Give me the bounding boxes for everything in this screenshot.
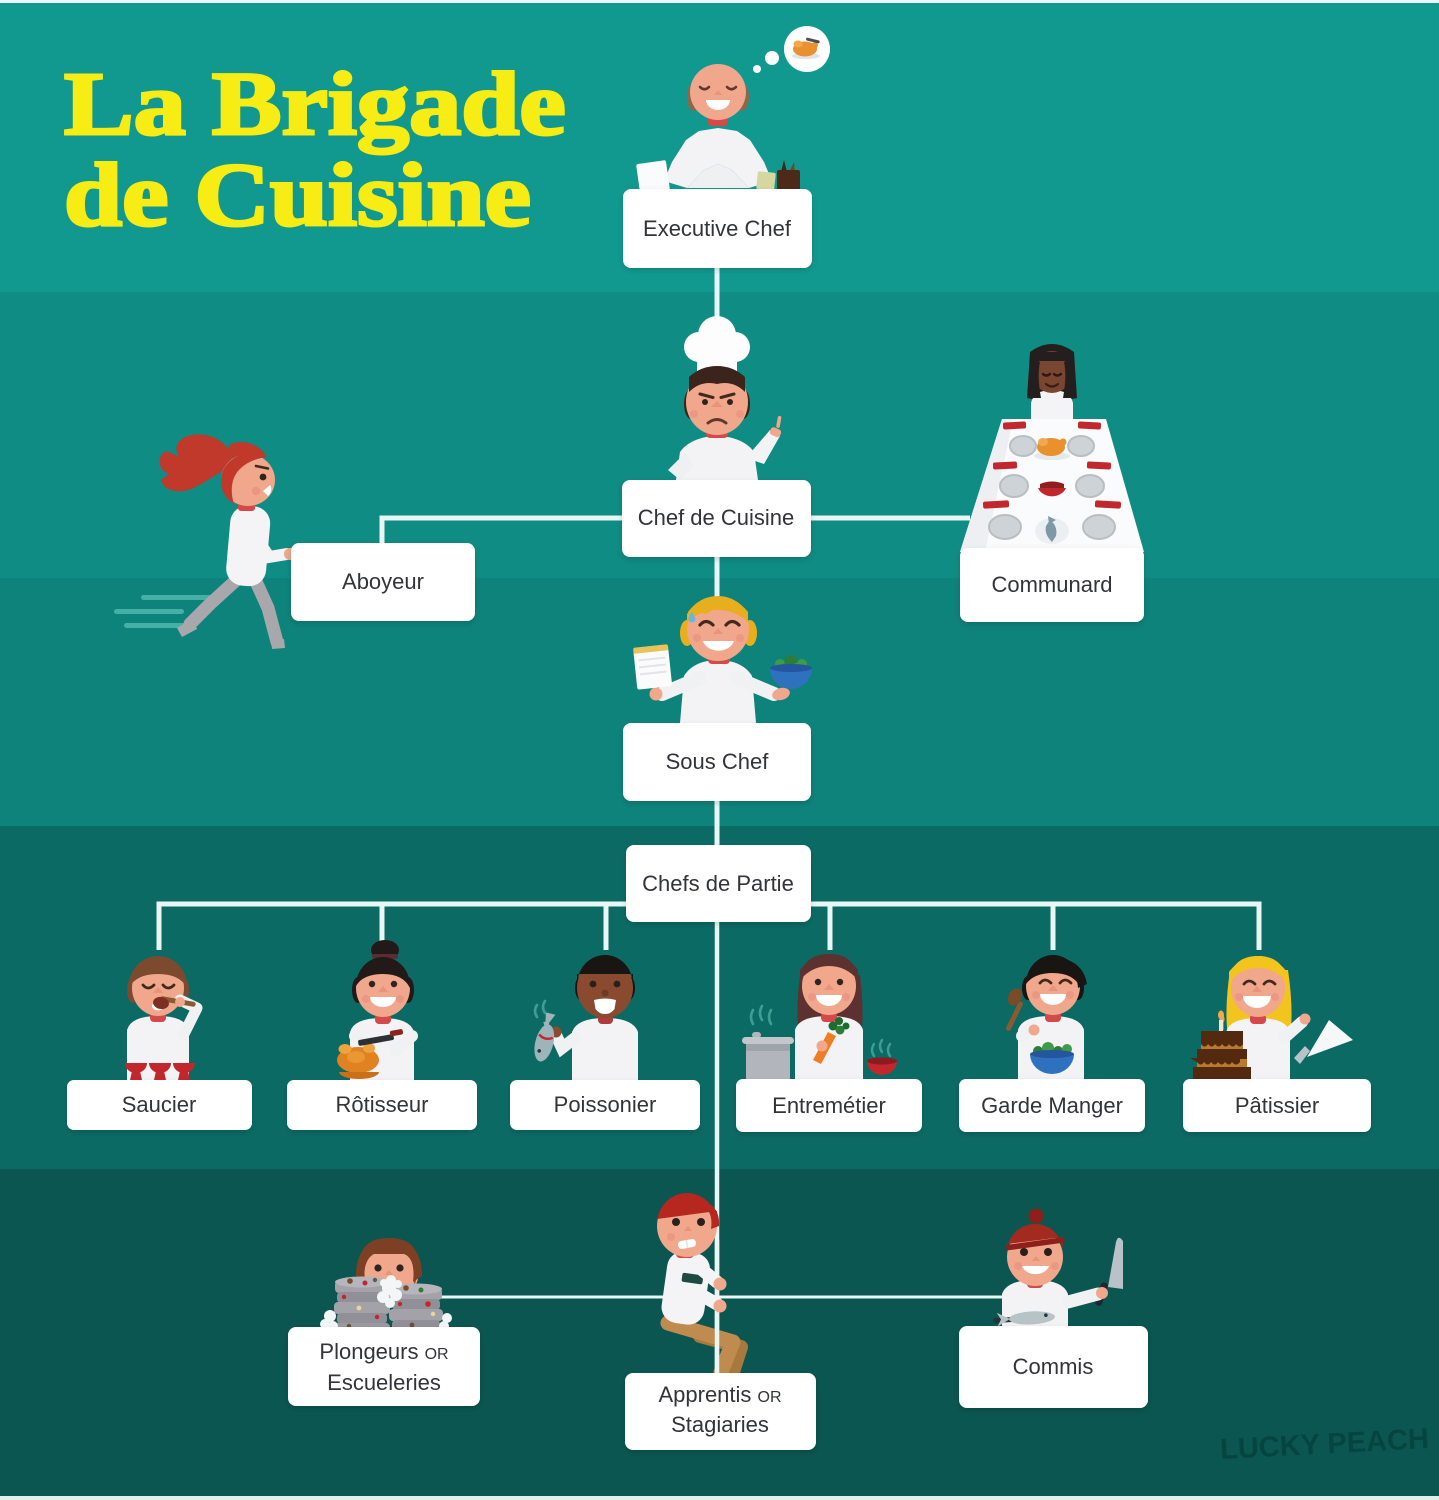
svg-text:Chefs de Partie: Chefs de Partie <box>642 871 794 896</box>
svg-text:Commis: Commis <box>1013 1354 1094 1379</box>
svg-text:La Brigade: La Brigade <box>64 55 566 155</box>
svg-text:Chef de Cuisine: Chef de Cuisine <box>638 505 795 530</box>
svg-text:Garde Manger: Garde Manger <box>981 1093 1123 1118</box>
svg-text:Stagiaries: Stagiaries <box>671 1412 769 1437</box>
svg-text:Escueleries: Escueleries <box>327 1370 441 1395</box>
svg-text:Communard: Communard <box>991 572 1112 597</box>
svg-text:Pâtissier: Pâtissier <box>1235 1093 1319 1118</box>
svg-text:de Cuisine: de Cuisine <box>64 146 531 246</box>
svg-text:Executive Chef: Executive Chef <box>643 216 792 241</box>
svg-text:Entremétier: Entremétier <box>772 1093 886 1118</box>
svg-text:Aboyeur: Aboyeur <box>342 569 424 594</box>
svg-text:Sous Chef: Sous Chef <box>666 749 770 774</box>
svg-text:Rôtisseur: Rôtisseur <box>336 1092 429 1117</box>
svg-text:Poissonier: Poissonier <box>554 1092 657 1117</box>
svg-text:Saucier: Saucier <box>122 1092 197 1117</box>
